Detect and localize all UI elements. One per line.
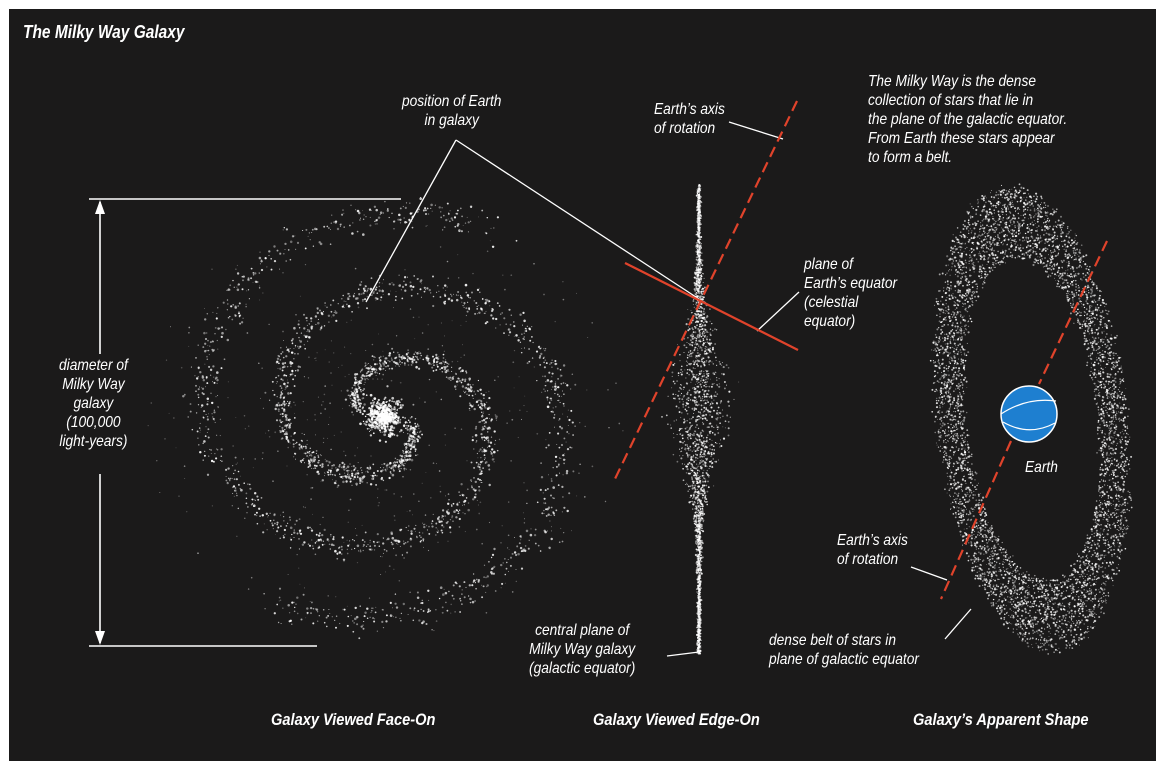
label-earth-axis-top: Earth’s axis of rotation	[654, 101, 725, 137]
leader-earth-edge-on	[455, 139, 700, 300]
diagram-panel: The Milky Way Galaxy position of Earth i…	[9, 9, 1156, 761]
earth-axis-apparent	[939, 240, 1108, 600]
leader-lines	[365, 121, 972, 657]
label-plane-of-equator: plane of Earth’s equator (celestial equa…	[804, 256, 898, 330]
leader-central-plane	[666, 651, 700, 657]
leader-plane-equator	[756, 291, 800, 332]
celestial-equator-line	[624, 262, 799, 351]
diameter-dimension	[89, 198, 401, 647]
caption-apparent-shape: Galaxy’s Apparent Shape	[913, 710, 1089, 729]
caption-face-on: Galaxy Viewed Face-On	[271, 710, 436, 729]
leader-axis-top	[728, 121, 784, 140]
caption-edge-on: Galaxy Viewed Edge-On	[593, 710, 760, 729]
label-position-of-earth: position of Earth in galaxy	[402, 93, 502, 129]
earth-globe	[1000, 385, 1058, 443]
diagram-artwork	[89, 100, 1133, 657]
label-central-plane: central plane of Milky Way galaxy (galac…	[529, 622, 636, 677]
earth-axis-edge-on	[612, 100, 798, 484]
spiral-galaxy-face-on	[147, 196, 624, 640]
label-diameter: diameter of Milky Way galaxy (100,000 li…	[59, 357, 128, 450]
label-earth-axis-bottom: Earth’s axis of rotation	[837, 532, 908, 568]
leader-dense-belt	[944, 608, 972, 640]
apparent-star-belt	[929, 183, 1133, 655]
arrowhead-down	[95, 631, 105, 645]
leader-axis-bottom	[910, 566, 948, 581]
galaxy-edge-on	[661, 183, 740, 655]
arrowhead-up	[95, 200, 105, 214]
label-description: The Milky Way is the dense collection of…	[868, 73, 1068, 166]
label-earth: Earth	[1025, 459, 1058, 476]
page-title: The Milky Way Galaxy	[23, 22, 185, 42]
leader-earth-face-on	[365, 139, 457, 303]
label-dense-belt: dense belt of stars in plane of galactic…	[769, 632, 919, 668]
